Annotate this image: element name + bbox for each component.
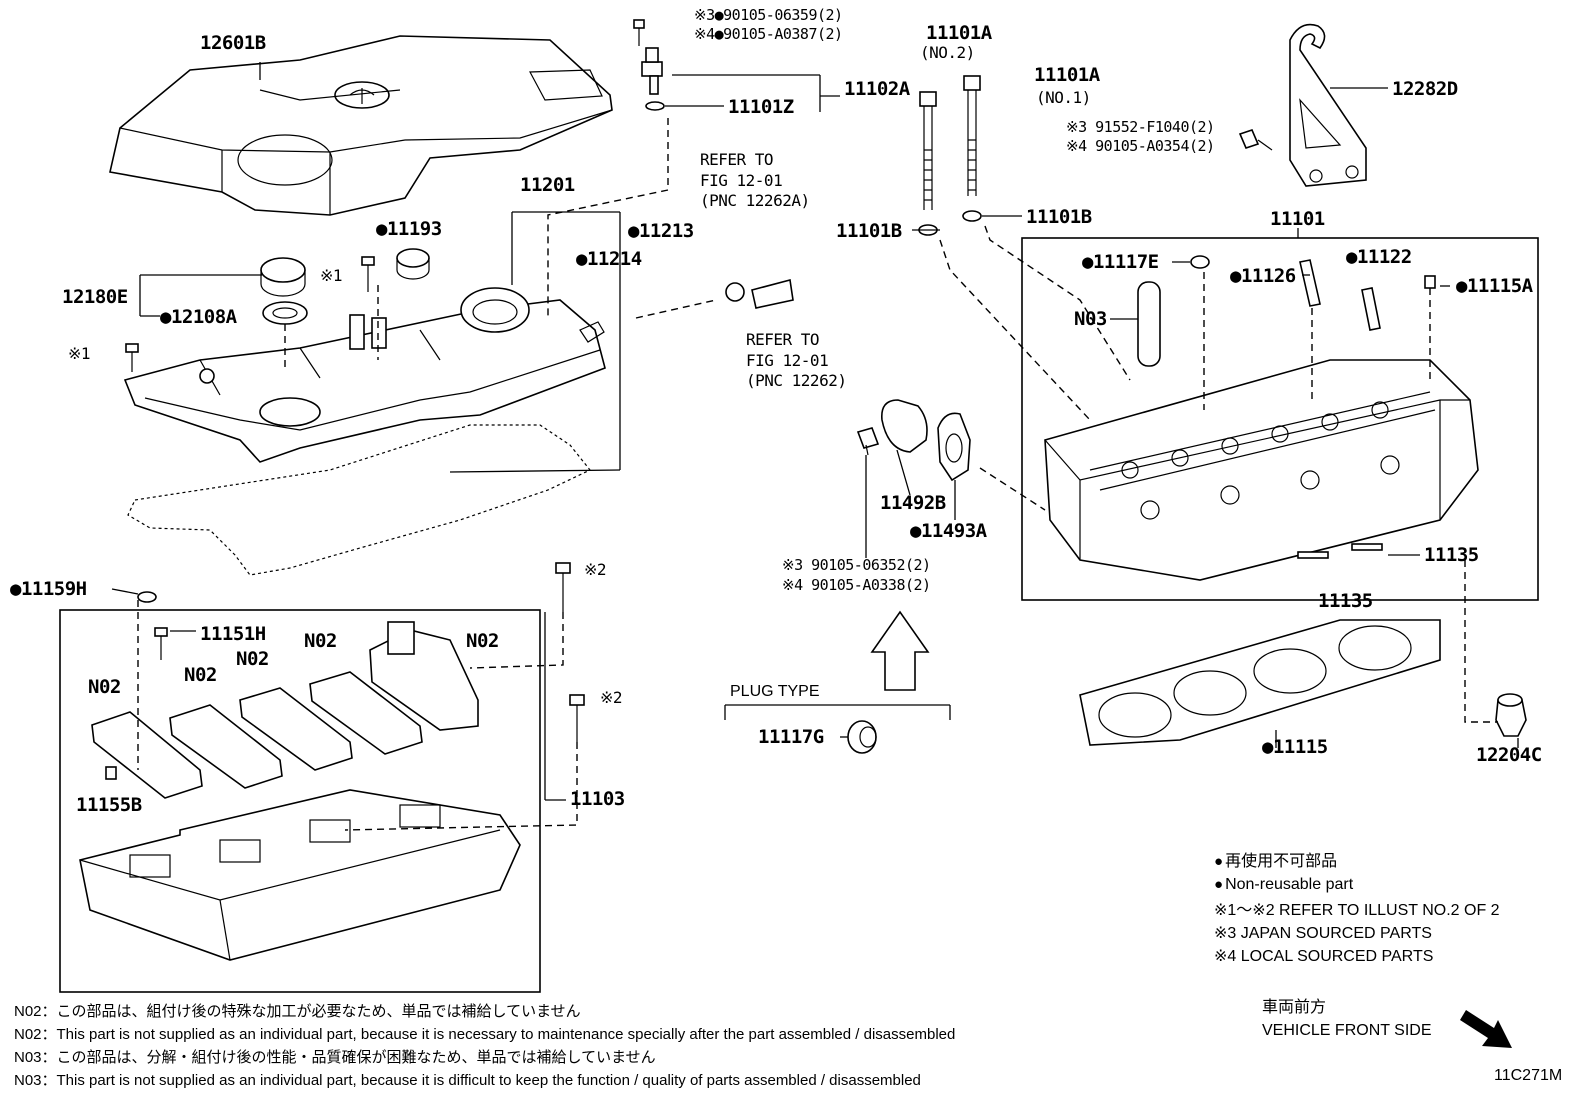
- label-gasket-bolt-japan: ※3 90105-06352(2): [782, 556, 931, 574]
- label-11101B-left: 11101B: [836, 220, 902, 242]
- label-11151H: 11151H: [200, 623, 266, 645]
- label-11117G: 11117G: [758, 726, 824, 748]
- gasket-11493A-illustration: [937, 412, 971, 482]
- label-refer1-line3: (PNC 12262A): [700, 191, 810, 210]
- label-refer1-line1: REFER TO: [700, 150, 774, 169]
- label-11101Z: 11101Z: [728, 96, 794, 118]
- legend-nonreusable-jp-text: 再使用不可部品: [1225, 853, 1338, 870]
- label-N02-cap2: N02: [184, 664, 217, 686]
- plug-11117G-illustration: [847, 720, 877, 754]
- label-11115A: ●11115A: [1456, 275, 1533, 297]
- label-11101: 11101: [1270, 208, 1325, 230]
- label-12282D: 12282D: [1392, 78, 1458, 100]
- label-11193: ●11193: [376, 218, 442, 240]
- label-11103: 11103: [570, 788, 625, 810]
- head-gasket-illustration: [1079, 619, 1441, 746]
- label-mark1-bolt: ※1: [68, 344, 91, 363]
- head-bolt-illustration: [918, 75, 982, 236]
- oil-filler-cap-illustration: [260, 257, 306, 283]
- label-12601B: 12601B: [200, 32, 266, 54]
- vehicle-front-arrow-icon: [1460, 1010, 1512, 1048]
- label-11159H: ●11159H: [10, 578, 87, 600]
- label-11214: ●11214: [576, 248, 642, 270]
- label-gasket-bolt-local: ※4 90105-A0338(2): [782, 576, 931, 594]
- cylinder-head-cover-illustration: [123, 287, 606, 463]
- label-12204C: 12204C: [1476, 744, 1542, 766]
- label-mark2-bottom: ※2: [600, 688, 623, 707]
- legend-nonreusable-jp: 再使用不可部品: [1214, 854, 1337, 870]
- label-11115: ●11115: [1262, 736, 1328, 758]
- vehicle-front-en: VEHICLE FRONT SIDE: [1262, 1022, 1432, 1039]
- cylinder-head-box: [1021, 237, 1539, 601]
- label-11213: ●11213: [628, 220, 694, 242]
- engine-hanger-illustration: [1238, 23, 1367, 187]
- legend-local-sourced: ※4 LOCAL SOURCED PARTS: [1214, 948, 1434, 965]
- label-11201: 11201: [520, 174, 575, 196]
- leader-lines: [111, 62, 1519, 801]
- label-N02-cap4: N02: [304, 630, 337, 652]
- label-12108A: ●12108A: [160, 306, 237, 328]
- label-refer2-line1: REFER TO: [746, 330, 820, 349]
- label-11101B-right: 11101B: [1026, 206, 1092, 228]
- label-mark1-cap: ※1: [320, 266, 343, 285]
- label-top-bolt-local: ※4●90105-A0387(2): [694, 25, 843, 43]
- label-mark2-top: ※2: [584, 560, 607, 579]
- vehicle-front-jp: 車両前方: [1262, 999, 1327, 1016]
- note-n03-jp: N03：この部品は、分解・組付け後の性能・品質確保が困難なため、単品では補給して…: [14, 1049, 656, 1066]
- plug-11193-illustration: [396, 248, 430, 268]
- cylinder-head-illustration: [1044, 359, 1479, 581]
- plug-12204C-illustration: [1495, 693, 1527, 737]
- label-11155B: 11155B: [76, 794, 142, 816]
- note-n03-en: N03：This part is not supplied as an indi…: [14, 1072, 921, 1089]
- sensor-illustration: [633, 19, 665, 111]
- arrow-up-icon: [870, 610, 930, 691]
- oil-filler-gasket-illustration: [262, 301, 308, 325]
- label-N02-cap1: N02: [88, 676, 121, 698]
- label-refer1-line2: FIG 12-01: [700, 171, 783, 190]
- camshaft-housing-illustration: [79, 789, 521, 961]
- label-11117E: ●11117E: [1082, 251, 1159, 273]
- label-no2: (NO.2): [920, 43, 975, 62]
- label-11122: ●11122: [1346, 246, 1412, 268]
- label-11493A: ●11493A: [910, 520, 987, 542]
- bolt-mark1-illustration: [125, 256, 375, 372]
- figure-id: 11C271M: [1494, 1067, 1563, 1084]
- label-top-bolt-japan: ※3●90105-06359(2): [694, 6, 843, 24]
- note-n02-jp: N02：この部品は、組付け後の特殊な加工が必要なため、単品では補給していません: [14, 1003, 581, 1020]
- label-no1: (NO.1): [1036, 88, 1091, 107]
- legend-refer-illust: ※1～※2 REFER TO ILLUST NO.2 OF 2: [1214, 902, 1500, 919]
- label-plug-type: PLUG TYPE: [730, 683, 820, 700]
- label-11101A-no2: 11101A: [926, 22, 992, 44]
- label-N03: N03: [1074, 308, 1107, 330]
- label-12180E: 12180E: [62, 286, 128, 308]
- dashed-reference-lines: [137, 118, 1498, 831]
- label-11135-right: 11135: [1424, 544, 1479, 566]
- label-N02-cap3: N02: [236, 648, 269, 670]
- label-refer2-line3: (PNC 12262): [746, 371, 847, 390]
- label-11102A: 11102A: [844, 78, 910, 100]
- bearing-caps-illustration: [91, 621, 479, 799]
- legend-nonreusable-en-text: Non-reusable part: [1225, 876, 1354, 893]
- label-11492B: 11492B: [880, 492, 946, 514]
- label-hanger-bolt-local: ※4 90105-A0354(2): [1066, 137, 1215, 155]
- legend-nonreusable-en: Non-reusable part: [1214, 877, 1353, 893]
- label-11101A-no1: 11101A: [1034, 64, 1100, 86]
- label-N02-cap5: N02: [466, 630, 499, 652]
- label-11126: ●11126: [1230, 265, 1296, 287]
- camshaft-housing-box: [59, 609, 541, 993]
- engine-cover-illustration: [109, 35, 613, 216]
- legend-japan-sourced: ※3 JAPAN SOURCED PARTS: [1214, 925, 1432, 942]
- head-cover-gasket-illustration: [127, 424, 591, 576]
- label-hanger-bolt-japan: ※3 91552-F1040(2): [1066, 118, 1215, 136]
- label-11135-bottom: 11135: [1318, 590, 1373, 612]
- hose-clip-illustration: [725, 278, 794, 309]
- label-refer2-line2: FIG 12-01: [746, 351, 829, 370]
- gasket-11492B-illustration: [881, 399, 928, 453]
- note-n02-en: N02：This part is not supplied as an indi…: [14, 1026, 956, 1043]
